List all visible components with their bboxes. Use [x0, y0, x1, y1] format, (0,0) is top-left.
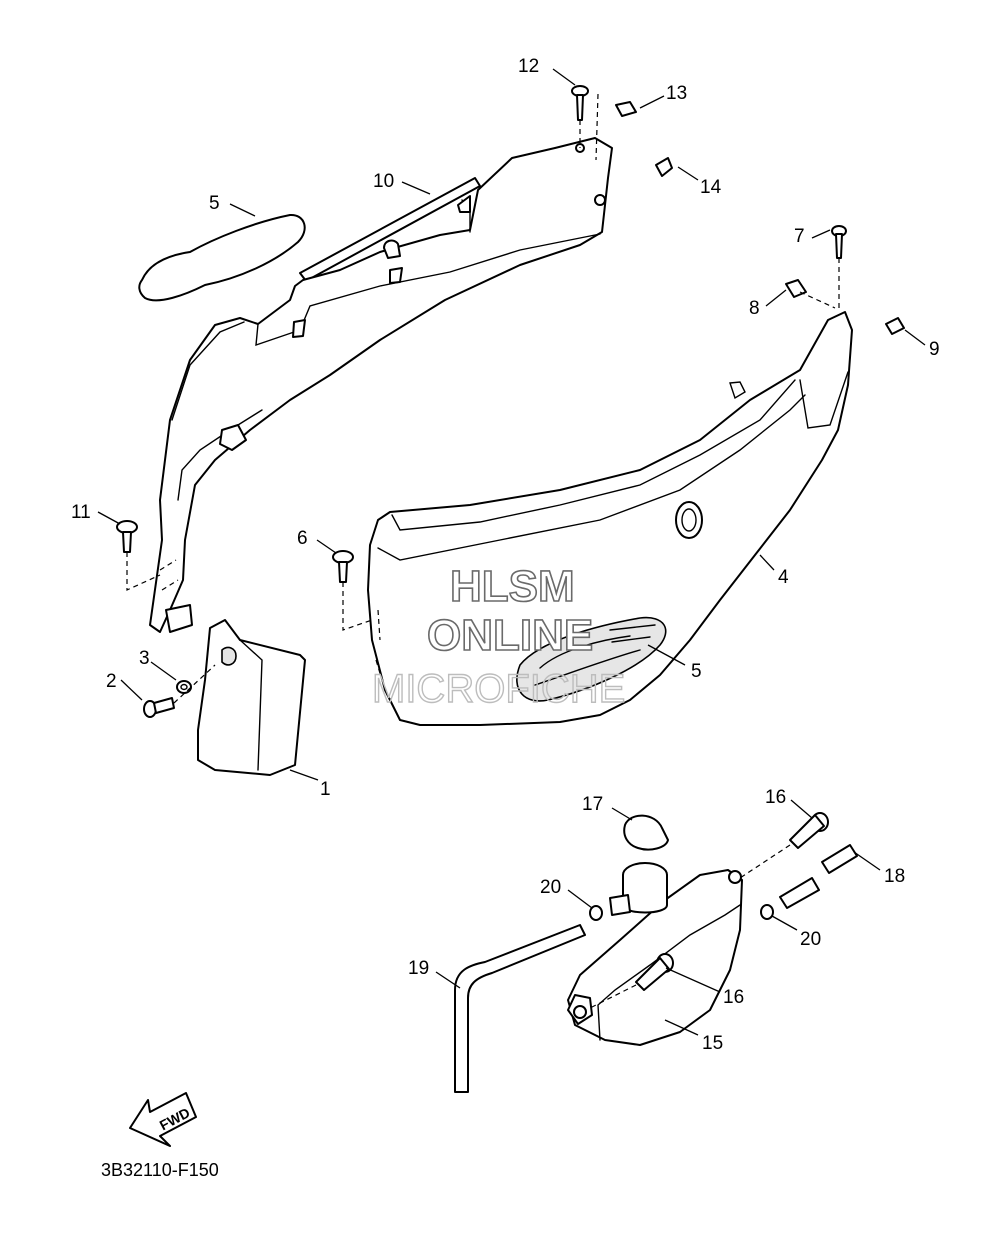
leader-lines	[97, 68, 926, 1036]
callout-18: 18	[884, 866, 905, 887]
fwd-arrow: FWD	[129, 1092, 197, 1147]
part-5-emblem-lower	[516, 616, 667, 702]
part-17-cap	[623, 814, 669, 851]
callout-19: 19	[408, 958, 429, 979]
assembly-lines	[126, 93, 840, 1009]
callout-11: 11	[71, 502, 91, 523]
callout-3: 3	[139, 648, 150, 669]
part-4-right-side-cover	[367, 311, 853, 726]
part-18-hose	[779, 844, 858, 909]
part-5-emblem-upper	[138, 213, 306, 302]
watermark: HLSM ONLINE MICROFICHE	[371, 561, 626, 712]
part-1-cover-piece	[197, 619, 306, 776]
callout-5-upper: 5	[209, 193, 220, 214]
callout-5-lower: 5	[691, 661, 702, 682]
watermark-line-1: HLSM	[450, 562, 575, 611]
part-16-bolt-lower	[635, 953, 674, 991]
part-7-bolt	[831, 225, 847, 259]
callout-6: 6	[297, 528, 308, 549]
callout-17: 17	[582, 794, 603, 815]
callout-10: 10	[373, 171, 394, 192]
callout-9: 9	[929, 339, 940, 360]
part-2-bolt	[143, 697, 175, 718]
callout-20-right: 20	[800, 929, 821, 950]
callout-7: 7	[794, 226, 805, 247]
part-8-nut	[785, 279, 807, 298]
part-9-grommet	[885, 317, 905, 335]
part-19-hose	[454, 924, 586, 1093]
callout-13: 13	[666, 83, 687, 104]
callout-4: 4	[778, 567, 789, 588]
watermark-line-3: MICROFICHE	[372, 667, 625, 711]
part-11-grommet	[116, 520, 138, 553]
part-10-trim-strip	[299, 177, 481, 282]
callout-12: 12	[518, 56, 539, 77]
watermark-line-2: ONLINE	[427, 611, 593, 660]
callout-16-lower: 16	[723, 987, 744, 1008]
callouts: 12 13 14 10 5 7 8 9 11 6 4 5 3 2 1 16 17…	[71, 56, 940, 1054]
part-20-clamp-left	[589, 905, 603, 921]
callout-14: 14	[700, 177, 722, 198]
callout-1: 1	[320, 779, 331, 800]
part-20-clamp-right	[760, 904, 774, 920]
diagram-code: 3B32110-F150	[101, 1160, 219, 1180]
part-12-bolt	[571, 85, 589, 121]
part-14-grommet	[655, 157, 673, 177]
part-3-washer	[176, 680, 192, 694]
callout-20-left: 20	[540, 877, 561, 898]
callout-15: 15	[702, 1033, 723, 1054]
callout-2: 2	[106, 671, 117, 692]
part-16-bolt-upper	[789, 812, 829, 849]
callout-16-upper: 16	[765, 787, 786, 808]
callout-8: 8	[749, 298, 760, 319]
part-13-nut	[615, 101, 637, 117]
part-15-tank	[567, 862, 743, 1046]
part-14-left-side-cover	[149, 137, 613, 633]
part-6-grommet	[332, 550, 354, 583]
